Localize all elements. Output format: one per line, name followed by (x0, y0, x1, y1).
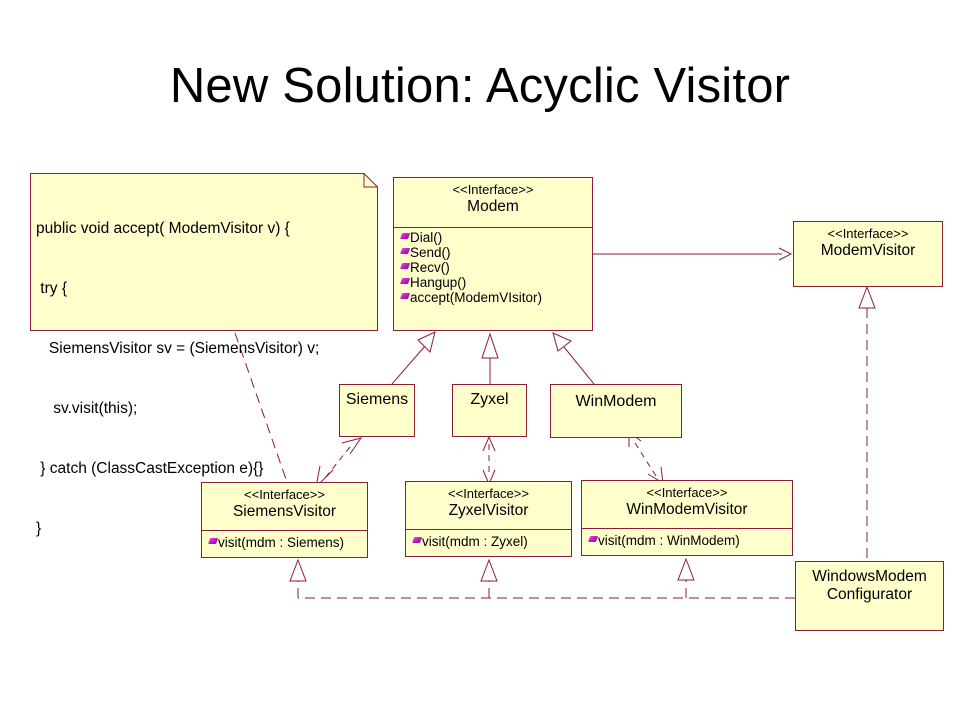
operation-icon (400, 263, 411, 269)
winmodem-inherits-line (563, 346, 595, 385)
operation-item: Send() (400, 245, 542, 260)
winmodem-visitor-dependency (634, 442, 657, 477)
class-zyxel[interactable]: Zyxel (452, 384, 527, 437)
class-name-line: WindowsModem (812, 568, 927, 585)
class-name: ZyxelVisitor (448, 501, 529, 519)
operations-list: visit(mdm : WinModem) (588, 533, 740, 548)
code-note: public void accept( ModemVisitor v) { tr… (30, 173, 378, 537)
class-winmodem[interactable]: WinModem (550, 384, 682, 438)
class-name: Zyxel (470, 391, 509, 408)
operation-icon (400, 293, 411, 299)
class-winmodem-visitor[interactable]: <<Interface>> WinModemVisitor visit(mdm … (581, 480, 793, 556)
stereotype-label: <<Interface>> (827, 226, 909, 241)
stereotype-label: <<Interface>> (448, 486, 529, 501)
note-line: } catch (ClassCastException e){} (36, 460, 264, 477)
operation-icon (208, 538, 219, 544)
class-name: WinModem (575, 393, 657, 410)
operations-list: visit(mdm : Zyxel) (412, 534, 528, 549)
siemens-visitor-dependency (324, 446, 351, 479)
siemensvisitor-realization-arrowhead (289, 558, 307, 582)
class-name: SiemensVisitor (232, 502, 337, 520)
operation-item: accept(ModemVIsitor) (400, 290, 542, 305)
note-line: SiemensVisitor sv = (SiemensVisitor) v; (36, 340, 320, 357)
slide-title: New Solution: Acyclic Visitor (169, 59, 791, 113)
operation-item: Dial() (400, 230, 542, 245)
class-siemens-visitor[interactable]: <<Interface>> SiemensVisitor visit(mdm :… (201, 482, 368, 558)
operation-item: visit(mdm : WinModem) (588, 533, 740, 548)
class-name: WinModemVisitor (626, 500, 748, 518)
operation-item: visit(mdm : Siemens) (208, 535, 344, 550)
class-name: Siemens (345, 391, 409, 408)
operation-item: Recv() (400, 260, 542, 275)
operation-icon (400, 248, 411, 254)
operation-icon (588, 536, 599, 542)
siemens-inherits-line (391, 345, 426, 385)
class-modem[interactable]: <<Interface>> Modem Dial() Send() Recv()… (393, 177, 593, 331)
note-line: sv.visit(this); (36, 400, 138, 417)
class-siemens[interactable]: Siemens (339, 384, 415, 437)
operations-list: visit(mdm : Siemens) (208, 535, 344, 550)
class-modem-visitor[interactable]: <<Interface>> ModemVisitor (793, 221, 943, 287)
class-name-line: Configurator (826, 586, 913, 603)
class-windows-modem-configurator[interactable]: WindowsModem Configurator (795, 561, 944, 631)
operations-list: Dial() Send() Recv() Hangup() accept(Mod… (400, 230, 542, 305)
note-code: public void accept( ModemVisitor v) { tr… (36, 179, 319, 579)
class-name: ModemVisitor (820, 241, 916, 259)
zyxelvisitor-realization-arrowhead (480, 558, 498, 582)
operation-icon (400, 233, 411, 239)
stereotype-label: <<Interface>> (646, 485, 728, 500)
class-zyxel-visitor[interactable]: <<Interface>> ZyxelVisitor visit(mdm : Z… (405, 481, 572, 557)
note-line: try { (36, 280, 68, 297)
note-shape (30, 173, 378, 331)
operation-item: Hangup() (400, 275, 542, 290)
zyxel-realization-arrowhead (481, 332, 499, 359)
note-line: } (36, 520, 42, 537)
winmodemvisitor-realization-arrowhead (677, 557, 695, 581)
association-arrowhead (778, 247, 793, 261)
operation-icon (400, 278, 411, 284)
note-line: public void accept( ModemVisitor v) { (36, 220, 290, 237)
modemvisitor-realization-arrowhead (858, 285, 876, 309)
class-name: Modem (467, 197, 519, 215)
stereotype-label: <<Interface>> (244, 487, 325, 502)
siemens-realization-arrowhead (417, 331, 436, 353)
winmodem-realization-arrowhead (552, 332, 572, 352)
note-anchor-line (234, 332, 288, 483)
stereotype-label: <<Interface>> (452, 182, 534, 197)
operation-item: visit(mdm : Zyxel) (412, 534, 528, 549)
operation-icon (412, 537, 423, 543)
